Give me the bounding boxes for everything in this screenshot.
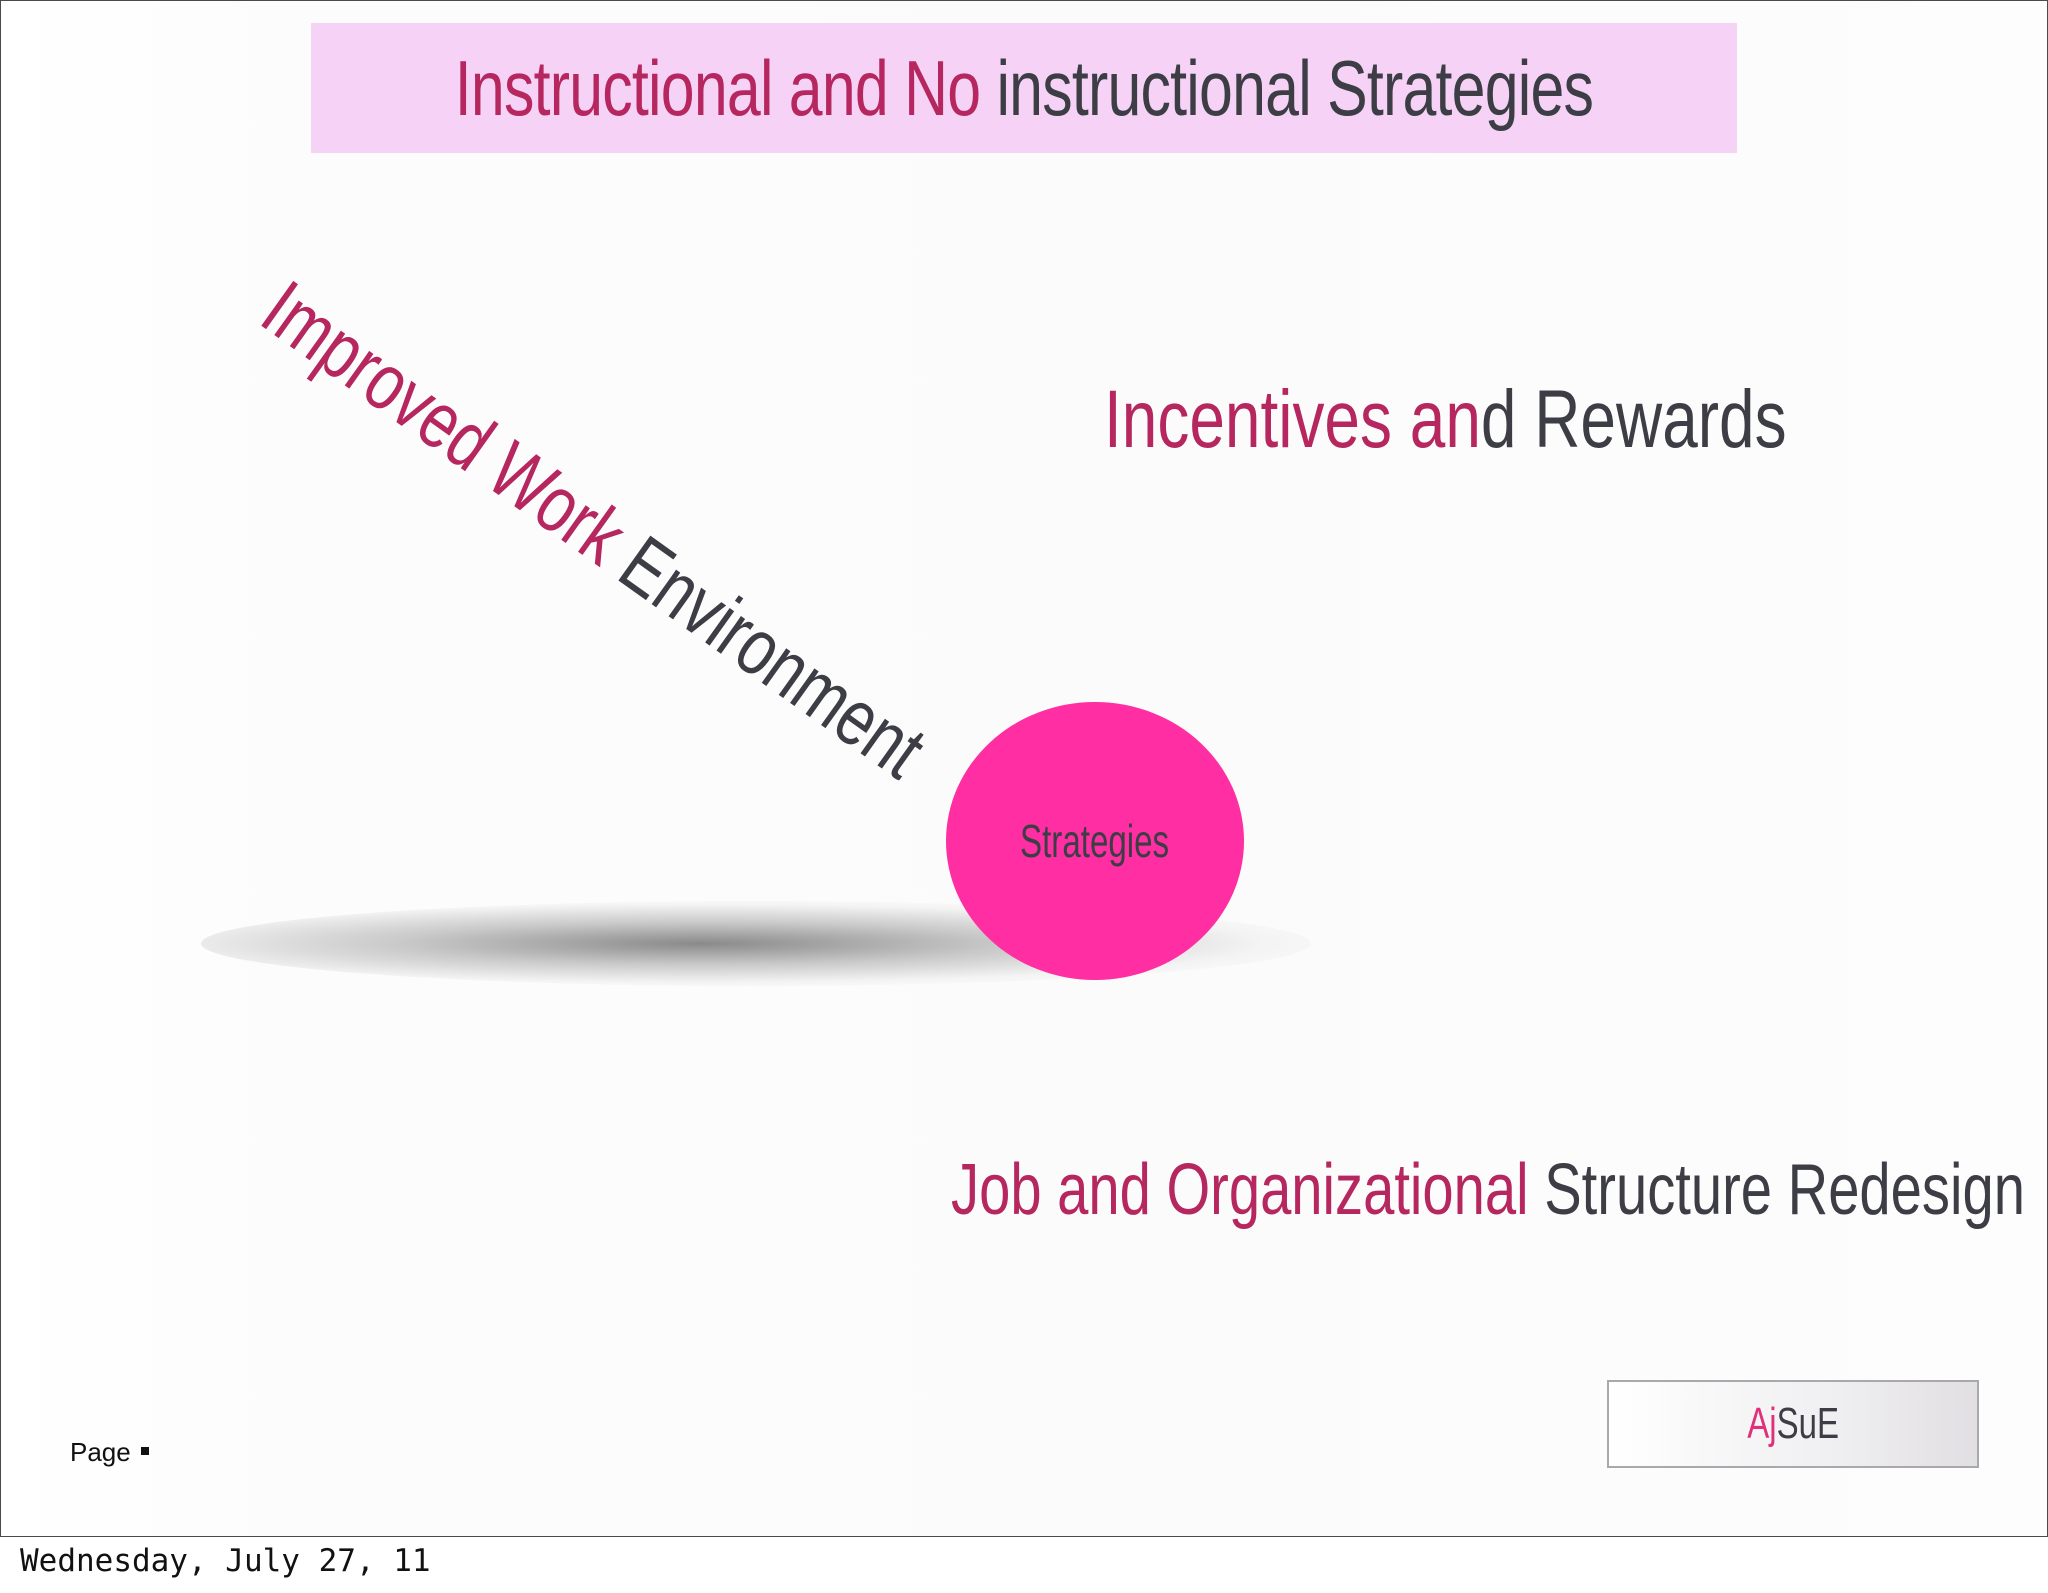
label-job-and-organizational-structure: Job and Organizational Structure Redesig… [951, 1149, 2025, 1231]
slide-title-rest: instructional Strategies [980, 43, 1594, 132]
strategies-circle: Strategies [946, 702, 1244, 980]
label-incentives-rest: d Rewards [1480, 374, 1787, 465]
page-number-label: Page [70, 1437, 149, 1468]
strategies-circle-label: Strategies [1020, 815, 1170, 867]
logo-text-pink: Aj [1747, 1399, 1777, 1448]
label-incentives-highlight: Incentives an [1104, 374, 1481, 465]
logo-text: AjSuE [1747, 1399, 1839, 1449]
label-incentives-and-rewards: Incentives and Rewards [1104, 373, 1787, 467]
page-number-placeholder-icon [140, 1447, 149, 1456]
label-improved-rest: Environment [590, 508, 942, 795]
label-job-rest: Structure Redesign [1528, 1150, 2025, 1230]
title-banner: Instructional and No instructional Strat… [311, 23, 1737, 153]
ajsue-logo: AjSuE [1607, 1380, 1979, 1468]
label-improved-highlight: Improved Work [246, 263, 642, 582]
label-improved-work-environment: Improved Work Environment [246, 263, 942, 796]
slide-title-highlight: Instructional and No [454, 43, 981, 132]
label-job-highlight: Job and Organizational [951, 1150, 1529, 1230]
slide-title: Instructional and No instructional Strat… [455, 23, 1594, 153]
page-label-text: Page [70, 1437, 131, 1467]
slide-canvas: Instructional and No instructional Strat… [0, 0, 2048, 1537]
logo-text-gray: SuE [1776, 1399, 1839, 1448]
footer-date: Wednesday, July 27, 11 [20, 1543, 431, 1579]
